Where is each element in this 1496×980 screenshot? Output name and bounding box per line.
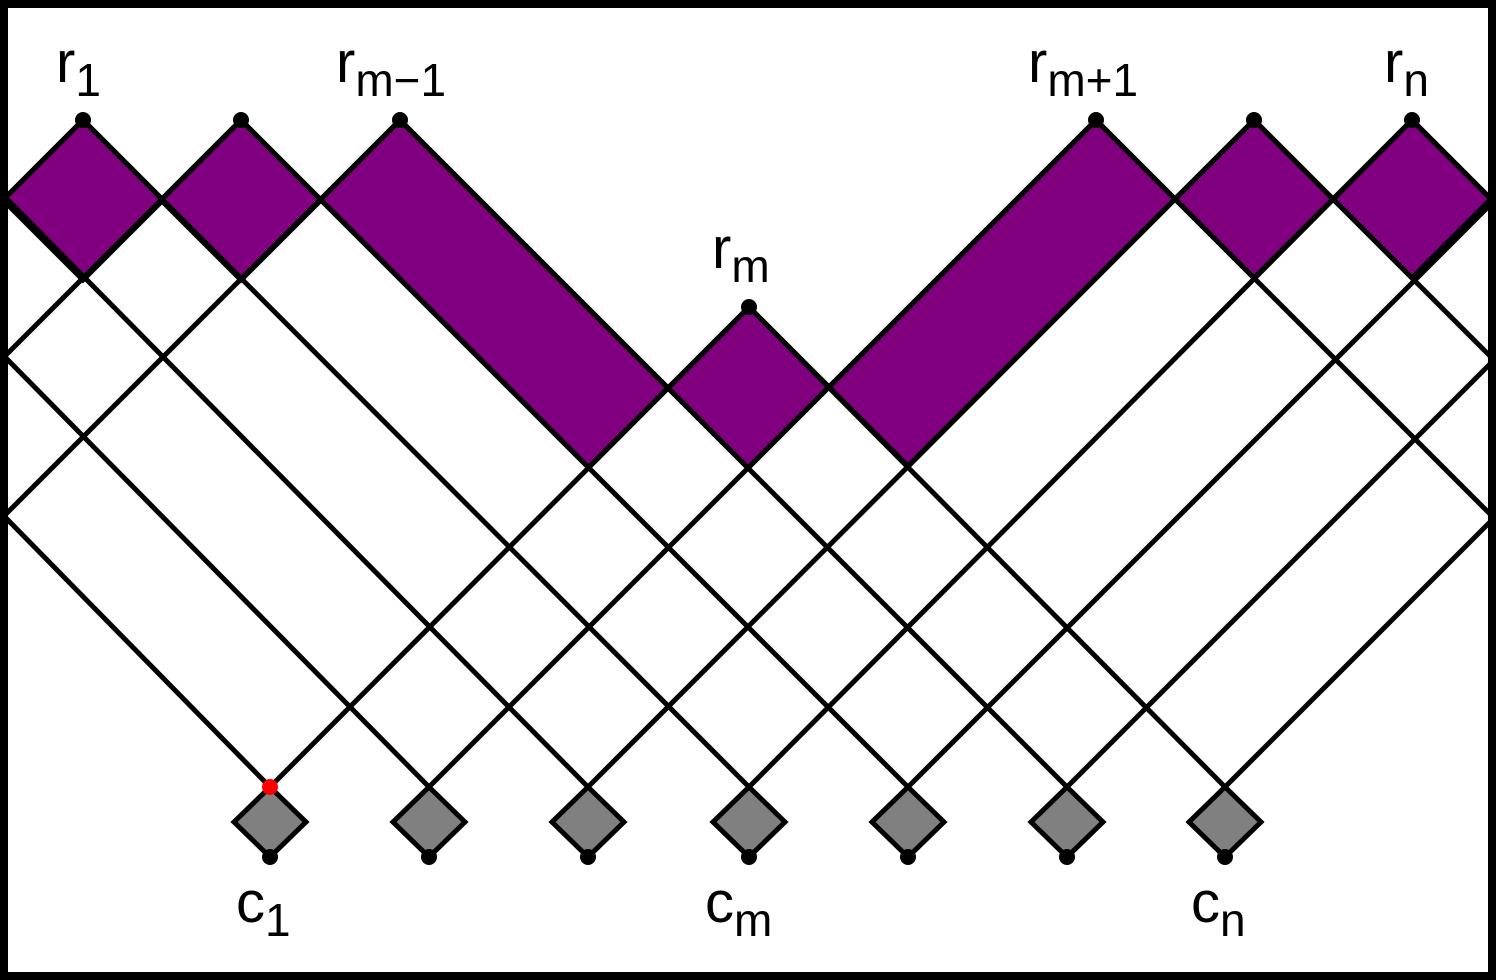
row-dot: [233, 112, 249, 128]
grid-line: [1065, 362, 1488, 789]
label-rm: rm: [712, 216, 770, 292]
column-dot: [1059, 849, 1075, 865]
gray-boxes: [230, 783, 1265, 861]
grid-line: [81, 118, 751, 789]
grid-line: [1223, 520, 1488, 789]
red-marker-dot: [262, 779, 278, 795]
column-dot: [1217, 849, 1233, 865]
label-rn: rn: [1384, 30, 1429, 106]
label-r-m-minus-1: rm−1: [336, 30, 446, 106]
grid-line: [8, 118, 85, 199]
label-r-m-plus-1: rm+1: [1028, 30, 1138, 106]
column-dot: [900, 849, 916, 865]
dots: [75, 112, 1420, 865]
label-c1: c1: [236, 870, 291, 946]
grid-line: [586, 118, 1256, 789]
row-dot: [392, 112, 408, 128]
label-cm: cm: [705, 870, 772, 946]
column-dot: [262, 849, 278, 865]
grid-line: [239, 118, 910, 789]
label-r1: r1: [56, 30, 101, 106]
grid-line: [8, 516, 272, 789]
grid-line: [1094, 118, 1488, 516]
column-dot: [580, 849, 596, 865]
grid-line: [906, 203, 1488, 789]
grid-lines: [8, 118, 1488, 789]
grid-line: [8, 356, 431, 789]
grid-line: [268, 305, 751, 789]
grid-line: [1410, 118, 1488, 200]
grid-line: [8, 118, 243, 357]
label-cn: cn: [1191, 870, 1246, 946]
grid-line: [427, 118, 1098, 789]
column-dot: [421, 849, 437, 865]
row-dot: [741, 299, 757, 315]
grid-line: [747, 118, 1414, 789]
grid-line: [8, 196, 590, 789]
row-dot: [75, 112, 91, 128]
column-dot: [741, 849, 757, 865]
row-dot: [1246, 112, 1262, 128]
row-dot: [1404, 112, 1420, 128]
grid-line: [398, 118, 1069, 789]
grid-line: [8, 118, 402, 516]
row-dot: [1088, 112, 1104, 128]
grid-line: [1252, 118, 1488, 358]
